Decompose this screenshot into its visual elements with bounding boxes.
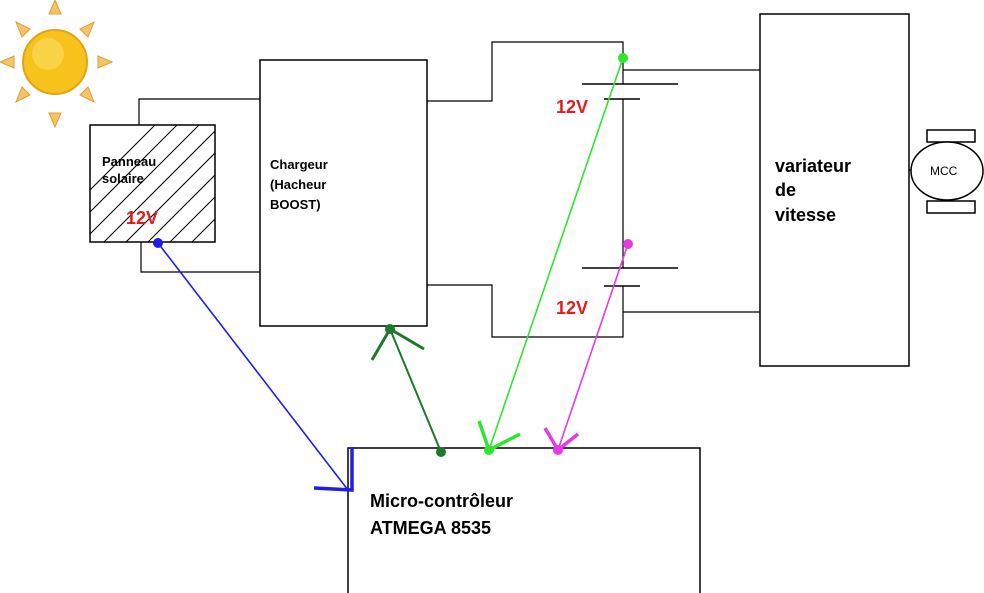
bottom-battery-sense-arrow	[543, 239, 633, 455]
speed-controller-label: variateur de vitesse	[775, 156, 852, 225]
microcontroller-label: Micro-contrôleur ATMEGA 8535	[370, 491, 514, 538]
speed-controller-box	[759, 13, 910, 367]
panel-sense-arrow	[153, 238, 354, 492]
charger-box	[259, 59, 428, 327]
motor-icon	[910, 129, 984, 214]
charger-label: Chargeur (Hacheur BOOST)	[270, 157, 328, 213]
motor-label: MCC	[930, 164, 958, 178]
sun-icon	[0, 0, 114, 129]
charger-control-arrow	[370, 324, 446, 457]
top-battery-voltage-label: 12V	[556, 97, 589, 117]
battery-top	[582, 83, 678, 100]
solar-panel-box	[89, 124, 216, 243]
bottom-battery-voltage-label: 12V	[556, 298, 589, 318]
wiring	[138, 41, 912, 338]
solar-panel-label: Panneau solaire	[102, 154, 157, 186]
microcontroller-box	[347, 447, 701, 593]
battery-bottom	[582, 267, 678, 287]
top-battery-sense-arrow	[477, 53, 628, 455]
panel-voltage-label: 12V	[126, 208, 159, 228]
